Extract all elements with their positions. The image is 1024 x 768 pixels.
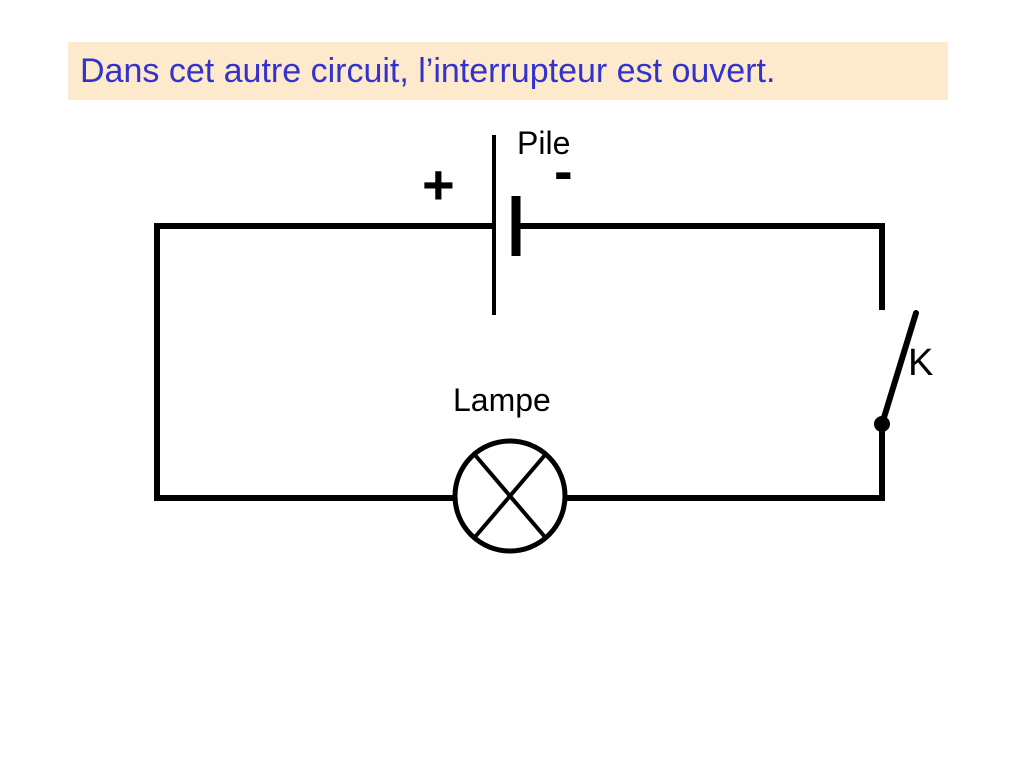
switch-label: K	[908, 342, 933, 384]
minus-sign: -	[554, 139, 573, 202]
lamp-label: Lampe	[453, 382, 551, 418]
lamp-symbol	[452, 438, 568, 554]
wire-bottom-right	[565, 424, 885, 501]
title-banner: Dans cet autre circuit, l’interrupteur e…	[68, 42, 948, 100]
wire-top-left	[154, 223, 494, 501]
battery-label: Pile	[517, 125, 570, 161]
switch-k	[874, 310, 919, 432]
page-title: Dans cet autre circuit, l’interrupteur e…	[80, 51, 776, 90]
plus-sign: +	[422, 153, 455, 216]
wire-top-right	[518, 223, 885, 310]
